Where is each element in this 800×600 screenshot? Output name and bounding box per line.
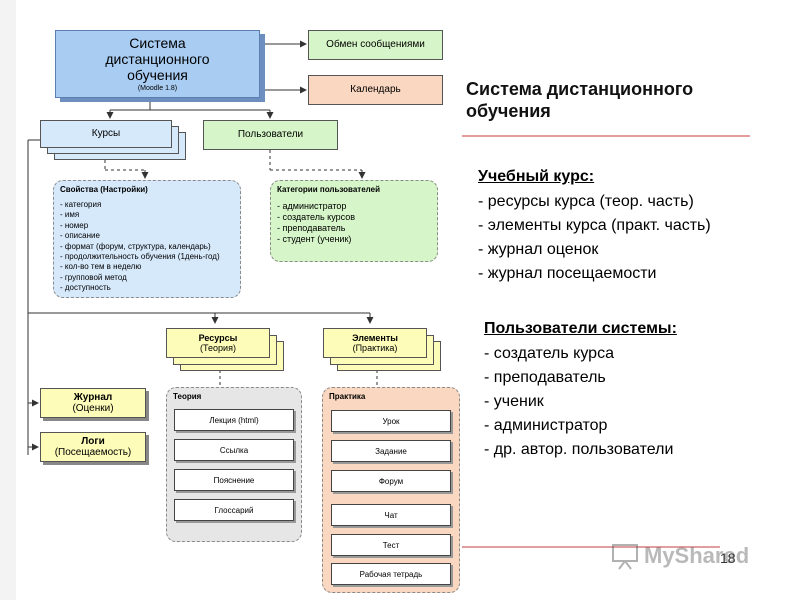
- properties-item: - категория: [60, 200, 102, 209]
- resources-box: Ресурсы (Теория): [166, 328, 270, 358]
- slide-title: Система дистанционного обучения: [466, 79, 694, 121]
- sdo-title: Система дистанционного обучения: [105, 34, 210, 84]
- messaging-box: Обмен сообщениями: [308, 30, 443, 60]
- course-heading: Учебный курс:: [478, 168, 595, 185]
- watermark-logo: MyShared: [610, 538, 760, 574]
- properties-item: - групповой метод: [60, 272, 127, 282]
- course-list-item: - журнал посещаемости: [478, 265, 657, 282]
- properties-list: - категория - имя - номер - описание - ф…: [60, 200, 234, 294]
- theory-item-label: Глоссарий: [214, 505, 254, 515]
- resources-subtitle: (Теория): [200, 343, 236, 353]
- course-list-item: - элементы курса (практ. часть): [478, 217, 711, 234]
- logs-subtitle: (Посещаемость): [54, 447, 132, 458]
- user-categories-list: - администратор - создатель курсов - пре…: [277, 201, 431, 245]
- properties-item: - описание: [60, 231, 100, 241]
- properties-header: Свойства (Настройки): [60, 185, 148, 194]
- user-category-item: - студент (ученик): [277, 234, 352, 244]
- resources-title: Ресурсы: [198, 332, 238, 343]
- course-list-item: - ресурсы курса (теор. часть): [478, 193, 694, 210]
- properties-item: - продолжительность обучения (1день-год): [60, 252, 220, 262]
- user-categories-panel: Категории пользователей - администратор …: [270, 180, 438, 262]
- users-heading: Пользователи системы:: [484, 320, 677, 337]
- courses-box: Курсы: [40, 120, 172, 148]
- properties-item: - имя: [60, 210, 80, 220]
- theory-item-label: Ссылка: [219, 445, 249, 455]
- theory-item-lecture: Лекция (html): [174, 409, 294, 431]
- journal-box: Журнал (Оценки): [40, 388, 146, 418]
- practice-item-label: Задание: [375, 446, 407, 456]
- properties-item: - кол-во тем в неделю: [60, 262, 142, 272]
- users-list-item: - администратор: [484, 417, 608, 434]
- sdo-subtitle: (Moodle 1.8): [137, 85, 178, 93]
- users-list-item: - ученик: [484, 393, 544, 410]
- calendar-label: Календарь: [350, 84, 401, 96]
- practice-item-label: Урок: [382, 416, 400, 426]
- theory-item-explanation: Пояснение: [174, 469, 294, 491]
- journal-title: Журнал: [73, 391, 113, 403]
- theory-header: Теория: [173, 392, 202, 401]
- calendar-box: Календарь: [308, 75, 443, 105]
- theory-item-glossary: Глоссарий: [174, 499, 294, 521]
- user-category-item: - создатель курсов: [277, 212, 355, 222]
- properties-item: - формат (форум, структура, календарь): [60, 241, 211, 251]
- practice-item-label: Тест: [382, 540, 400, 550]
- users-label: Пользователи: [237, 129, 304, 141]
- elements-subtitle: (Практика): [352, 343, 398, 353]
- messaging-label: Обмен сообщениями: [326, 39, 425, 51]
- course-list: - ресурсы курса (теор. часть) - элементы…: [478, 190, 711, 286]
- practice-item-lesson: Урок: [331, 410, 451, 432]
- practice-item-test: Тест: [331, 534, 451, 556]
- properties-item: - номер: [60, 220, 89, 230]
- practice-item-chat: Чат: [331, 504, 451, 526]
- practice-item-workbook: Рабочая тетрадь: [331, 563, 451, 585]
- theory-item-link: Ссылка: [174, 439, 294, 461]
- left-sidebar-strip: [0, 0, 16, 600]
- logs-box: Логи (Посещаемость): [40, 432, 146, 462]
- theory-item-label: Лекция (html): [209, 415, 259, 425]
- page-number: 18: [720, 550, 736, 566]
- practice-header: Практика: [329, 392, 366, 401]
- elements-box: Элементы (Практика): [323, 328, 427, 358]
- elements-title: Элементы: [352, 332, 398, 343]
- user-category-item: - преподаватель: [277, 223, 346, 233]
- courses-label: Курсы: [91, 128, 121, 140]
- user-categories-header: Категории пользователей: [277, 185, 381, 194]
- properties-panel: Свойства (Настройки) - категория - имя -…: [53, 180, 241, 298]
- users-list-item: - создатель курса: [484, 345, 614, 362]
- users-list: - создатель курса - преподаватель - учен…: [484, 342, 673, 462]
- watermark-text: MyShared: [644, 543, 750, 568]
- users-list-item: - др. автор. пользователи: [484, 441, 674, 458]
- practice-item-forum: Форум: [331, 470, 451, 492]
- practice-item-label: Рабочая тетрадь: [359, 569, 423, 579]
- course-list-item: - журнал оценок: [478, 241, 599, 258]
- presentation-board-icon: [612, 544, 638, 570]
- sdo-box: Система дистанционного обучения (Moodle …: [55, 30, 260, 98]
- user-category-item: - администратор: [277, 201, 347, 211]
- logs-title: Логи: [81, 435, 105, 447]
- practice-item-label: Форум: [378, 476, 404, 486]
- users-list-item: - преподаватель: [484, 369, 606, 386]
- properties-item: - доступность: [60, 283, 111, 293]
- users-box: Пользователи: [203, 120, 338, 150]
- practice-item-assignment: Задание: [331, 440, 451, 462]
- practice-item-label: Чат: [384, 510, 398, 520]
- journal-subtitle: (Оценки): [72, 403, 114, 414]
- theory-item-label: Пояснение: [213, 475, 255, 485]
